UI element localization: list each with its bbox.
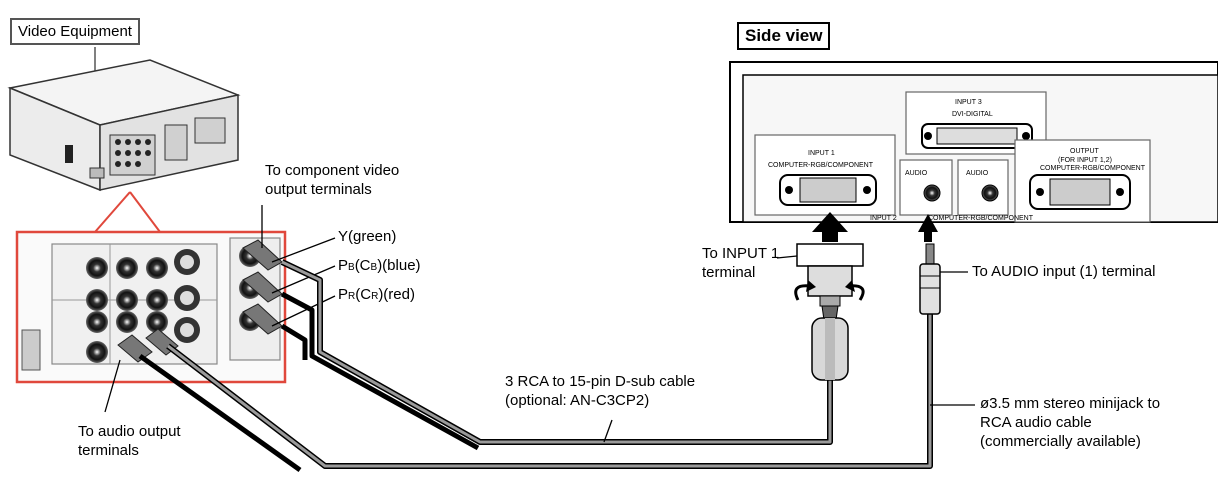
panel-input2-text: INPUT 2 <box>870 215 897 222</box>
dsub-plug <box>794 243 865 381</box>
pb-c1: (C <box>354 257 371 274</box>
cable2-line1: ø3.5 mm stereo minijack to <box>980 395 1161 412</box>
panel-output-text: OUTPUT <box>1070 148 1100 155</box>
pr-c2: R <box>371 291 379 302</box>
minijack-plug <box>919 243 941 315</box>
pb-c2: B <box>370 262 378 273</box>
arrow-up-audio <box>918 214 938 242</box>
y-leader <box>271 237 336 263</box>
panel-audio1-text: AUDIO <box>905 170 928 177</box>
audio-output-line1: To audio output <box>78 423 181 440</box>
pb-p: P <box>338 257 349 274</box>
panel-input1-text: INPUT 1 <box>808 150 835 157</box>
cable2-line3: (commercially available) <box>980 433 1141 450</box>
arrow-up-input1 <box>812 212 848 242</box>
pr-red-label: PR(CR)(red) <box>338 285 415 306</box>
cable2-label: ø3.5 mm stereo minijack to RCA audio cab… <box>980 394 1160 451</box>
rca-jack-grid <box>86 249 200 363</box>
projector-side-panel <box>729 61 1218 223</box>
component-video-line2: output terminals <box>265 181 372 198</box>
panel-input2-sub-text: COMPUTER-RGB/COMPONENT <box>928 215 1034 222</box>
terminal-zoom-panel <box>15 230 287 384</box>
panel-input1-sub-text: COMPUTER-RGB/COMPONENT <box>768 162 874 169</box>
input1-leader <box>776 255 798 259</box>
component-cable <box>280 259 833 451</box>
pr-leader <box>271 295 336 327</box>
pr-c3: )(red) <box>378 286 415 303</box>
pb-blue-label: PB(CB)(blue) <box>338 256 421 277</box>
audio-out-leader <box>104 359 121 413</box>
video-equipment-device <box>7 59 241 192</box>
audio-output-line2: terminals <box>78 442 139 459</box>
component-plugs <box>239 239 283 335</box>
cable1-leader <box>603 419 613 443</box>
cable1-line2: (optional: AN-C3CP2) <box>505 392 650 409</box>
pr-p: P <box>338 286 349 303</box>
cable1-line1: 3 RCA to 15-pin D-sub cable <box>505 373 696 390</box>
panel-input3-text: INPUT 3 <box>955 99 982 106</box>
cable1-label: 3 RCA to 15-pin D-sub cable (optional: A… <box>505 372 695 410</box>
audio-cable <box>138 310 933 473</box>
input1-terminal-label: To INPUT 1 terminal <box>702 244 779 282</box>
cable2-line2: RCA audio cable <box>980 414 1092 431</box>
panel-labels: INPUT 3 DVI-DIGITAL INPUT 1 COMPUTER-RGB… <box>768 99 1146 222</box>
side-view-label: Side view <box>737 22 831 50</box>
video-equipment-label: Video Equipment <box>10 18 140 45</box>
panel-audio2-text: AUDIO <box>966 170 989 177</box>
panel-output-sub1-text: (FOR INPUT 1,2) <box>1058 157 1112 164</box>
panel-output-sub2-text: COMPUTER-RGB/COMPONENT <box>1040 165 1146 172</box>
pr-c1: (C <box>355 286 372 303</box>
y-green-label: Y(green) <box>338 228 397 245</box>
input1-line1: To INPUT 1 <box>702 245 780 262</box>
pb-leader <box>271 265 336 294</box>
pb-c3: )(blue) <box>377 257 421 274</box>
audio-input-label: To AUDIO input (1) terminal <box>972 263 1156 280</box>
component-video-label: To component video output terminals <box>265 161 399 199</box>
audio-output-label: To audio output terminals <box>78 422 181 460</box>
panel-dvi-text: DVI-DIGITAL <box>952 111 993 118</box>
component-video-line1: To component video <box>265 162 400 179</box>
input1-line2: terminal <box>702 264 756 281</box>
pb-sub: B <box>348 262 355 273</box>
pr-sub: R <box>348 291 356 302</box>
